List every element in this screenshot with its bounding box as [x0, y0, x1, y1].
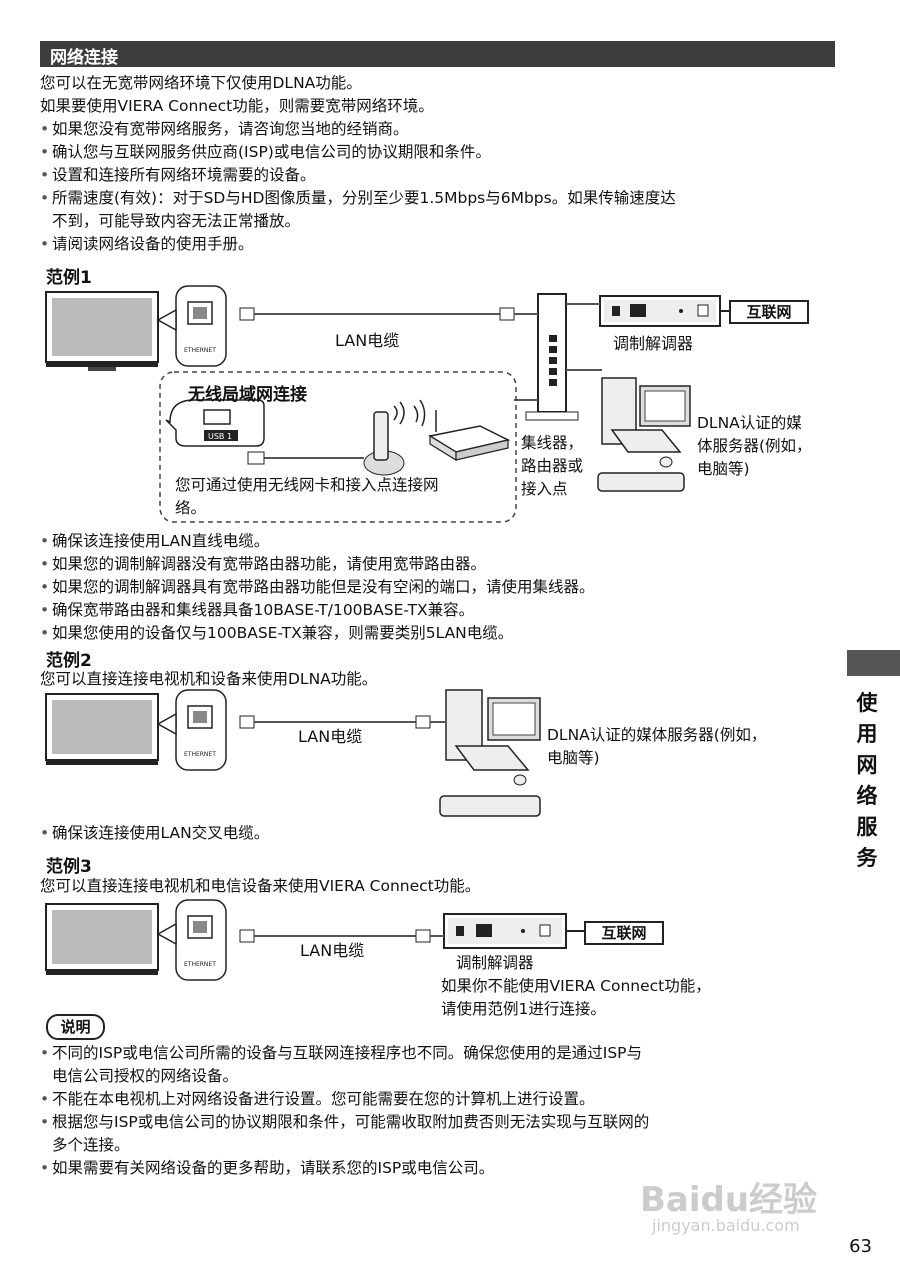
- side-tab-marker: [847, 650, 900, 676]
- watermark-brand: Baidu经验: [640, 1180, 818, 1220]
- notes-bullet-continued: 多个连接。: [52, 1136, 130, 1154]
- example-1-diagram: ETHERNET LAN电缆 调制解调器: [45, 285, 730, 523]
- example-3-desc: 您可以直接连接电视机和电信设备来使用VIERA Connect功能。: [40, 877, 481, 895]
- example-2-bullet: •确保该连接使用LAN交叉电缆。: [40, 824, 270, 842]
- example-2-desc: 您可以直接连接电视机和设备来使用DLNA功能。: [40, 670, 378, 688]
- wireless-desc-line-1: 您可通过使用无线网卡和接入点连接网: [175, 476, 439, 494]
- lan-cable-label: LAN电缆: [298, 727, 362, 746]
- lan-cable-label: LAN电缆: [335, 331, 399, 350]
- intro-bullet: •所需速度(有效)：对于SD与HD图像质量，分别至少要1.5Mbps与6Mbps…: [40, 189, 676, 207]
- hub-icon: [525, 293, 579, 421]
- intro-bullet-continued: 不到，可能导致内容无法正常播放。: [52, 212, 301, 230]
- intro-line-2: 如果要使用VIERA Connect功能，则需要宽带网络环境。: [40, 97, 434, 115]
- lan-cable-icon: [239, 715, 431, 729]
- media-server-box-icon: [597, 472, 685, 492]
- section-title: 网络连接: [50, 48, 118, 68]
- example-3-heading: 范例3: [46, 857, 92, 877]
- notes-bullet: •如果需要有关网络设备的更多帮助，请联系您的ISP或电信公司。: [40, 1159, 495, 1177]
- hub-label-line-3: 接入点: [521, 480, 568, 498]
- example-3-note-line-1: 如果你不能使用VIERA Connect功能，: [441, 977, 711, 995]
- ethernet-port-icon: ETHERNET: [156, 689, 227, 771]
- example-2-heading: 范例2: [46, 651, 92, 671]
- usb-port-icon: USB 1: [165, 399, 265, 447]
- example-3-diagram: ETHERNET LAN电缆: [45, 899, 584, 981]
- lan-cable-label: LAN电缆: [300, 941, 364, 960]
- notes-bullet-continued: 电信公司授权的网络设备。: [52, 1067, 239, 1085]
- wireless-desc-line-2: 络。: [175, 499, 207, 517]
- modem-label: 调制解调器: [613, 334, 693, 353]
- example-1-bullet: •如果您使用的设备仅与100BASE-TX兼容，则需要类别5LAN电缆。: [40, 624, 514, 642]
- example-3-note-line-2: 请使用范例1进行连接。: [441, 1000, 606, 1018]
- ethernet-port-icon: ETHERNET: [156, 899, 227, 981]
- internet-label: 互联网: [584, 921, 664, 945]
- example-1-bullet: •确保宽带路由器和集线器具备10BASE-T/100BASE-TX兼容。: [40, 601, 475, 619]
- example-1-bullet: •如果您的调制解调器没有宽带路由器功能，请使用宽带路由器。: [40, 555, 487, 573]
- server-label-line-3: 电脑等): [697, 460, 750, 478]
- hub-label-line-1: 集线器，: [521, 434, 584, 452]
- example-2-server-line-2: 电脑等): [547, 749, 600, 767]
- wireless-title: 无线局域网连接: [188, 385, 307, 405]
- example-1-bullet: •确保该连接使用LAN直线电缆。: [40, 532, 270, 550]
- intro-bullet: •如果您没有宽带网络服务，请咨询您当地的经销商。: [40, 120, 409, 138]
- example-3-modem-label: 调制解调器: [456, 954, 534, 972]
- modem-icon: [443, 913, 567, 949]
- intro-line-1: 您可以在无宽带网络环境下仅使用DLNA功能。: [40, 74, 362, 92]
- notes-bullet: •根据您与ISP或电信公司的协议期限和条件，可能需收取附加费否则无法实现与互联网…: [40, 1113, 650, 1131]
- notes-bullet: •不能在本电视机上对网络设备进行设置。您可能需要在您的计算机上进行设置。: [40, 1090, 595, 1108]
- wireless-section-box: [159, 371, 517, 523]
- intro-bullet: •请阅读网络设备的使用手册。: [40, 235, 254, 253]
- tv-icon: [45, 903, 159, 975]
- example-2-diagram: ETHERNET LAN电缆: [45, 689, 541, 817]
- notes-label: 说明: [46, 1014, 105, 1040]
- media-server-box-icon: [439, 795, 541, 817]
- internet-label: 互联网: [729, 300, 809, 324]
- ethernet-label: ETHERNET: [184, 751, 216, 758]
- lan-cable-icon: [239, 307, 515, 321]
- side-tab-label: 使 用 网 络 服 务: [856, 691, 878, 870]
- ethernet-label: ETHERNET: [184, 961, 216, 968]
- example-1-bullet: •如果您的调制解调器具有宽带路由器功能但是没有空闲的端口，请使用集线器。: [40, 578, 595, 596]
- usb-label: USB 1: [208, 432, 232, 441]
- intro-bullet: •确认您与互联网服务供应商(ISP)或电信公司的协议期限和条件。: [40, 143, 491, 161]
- ethernet-port-icon: ETHERNET: [156, 285, 227, 367]
- hub-label-line-2: 路由器或: [521, 457, 584, 475]
- ethernet-label: ETHERNET: [184, 347, 216, 354]
- server-label-line-1: DLNA认证的媒: [697, 414, 802, 432]
- access-point-icon: [413, 399, 511, 462]
- intro-bullet: •设置和连接所有网络环境需要的设备。: [40, 166, 316, 184]
- section-header-bar: 网络连接: [40, 41, 835, 68]
- modem-icon: [599, 295, 721, 327]
- lan-cable-icon: [239, 929, 431, 943]
- computer-icon: [601, 377, 691, 468]
- tv-icon: [45, 693, 159, 765]
- watermark-url: jingyan.baidu.com: [652, 1216, 800, 1235]
- example-1-heading: 范例1: [46, 268, 92, 288]
- example-2-server-line-1: DLNA认证的媒体服务器(例如，: [547, 726, 767, 744]
- server-label-line-2: 体服务器(例如，: [697, 437, 812, 455]
- tv-icon: [45, 291, 159, 371]
- notes-bullet: •不同的ISP或电信公司所需的设备与互联网连接程序也不同。确保您使用的是通过IS…: [40, 1044, 643, 1062]
- page-number: 63: [849, 1236, 872, 1257]
- wireless-adapter-icon: [363, 401, 405, 476]
- computer-icon: [445, 689, 541, 786]
